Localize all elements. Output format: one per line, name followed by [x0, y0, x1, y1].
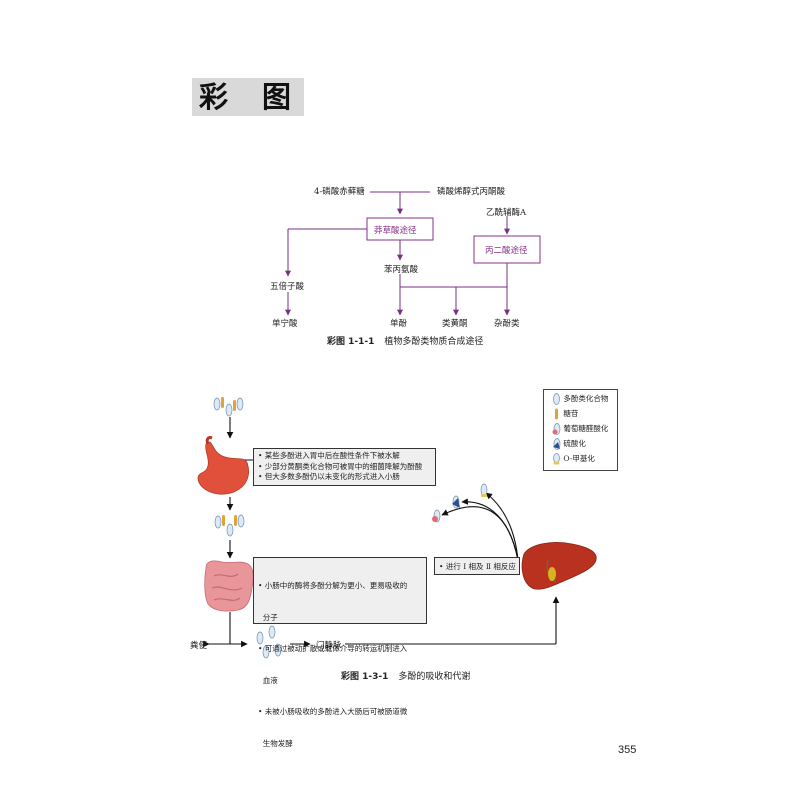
- legend-item-sugar: 糖苷: [552, 408, 578, 420]
- node-malonate: 丙二酸途径: [485, 246, 528, 256]
- intestine-note-1: • 小肠中的酶将多酚分解为更小、更易吸收的: [258, 581, 408, 590]
- figure1-caption-num: 彩图 1-1-1: [327, 337, 375, 347]
- figure1-caption-text: 植物多酚类物质合成途径: [384, 337, 484, 347]
- liver-note: • 进行 Ⅰ 相及 Ⅱ 相反应: [434, 557, 520, 575]
- node-e4p: 4-磷酸赤藓糖: [314, 187, 365, 197]
- polyphenol-cluster-absorbed-icon: [256, 625, 282, 659]
- legend-item-sulfate: 硫酸化: [552, 438, 586, 450]
- intestine-note-2b: 血液: [258, 675, 278, 685]
- intestine-note-3: • 未被小肠吸收的多酚进入大肠后可被肠道微: [258, 707, 408, 716]
- node-gallic-acid: 五倍子酸: [270, 282, 305, 292]
- legend-item-glucuronide: 葡萄糖醛酸化: [552, 423, 608, 435]
- node-acetylcoa: 乙酰辅酶A: [486, 208, 527, 218]
- stomach-note-1: • 某些多酚进入胃中后在酸性条件下被水解: [258, 451, 400, 460]
- stomach-note-2: • 少部分黄酮类化合物可被胃中的细菌降解为酚酸: [258, 461, 423, 471]
- glucuronide-icon: [552, 423, 561, 435]
- stomach-notes: • 某些多酚进入胃中后在酸性条件下被水解 • 少部分黄酮类化合物可被胃中的细菌降…: [253, 448, 436, 486]
- figure1-caption: 彩图 1-1-1 植物多酚类物质合成途径: [327, 334, 483, 347]
- curve-to-sulfate: [461, 498, 519, 561]
- polyphenol-cluster-mid-icon: [214, 514, 245, 537]
- portal-vein-label: 门静脉: [316, 641, 342, 651]
- malonate-box: [473, 235, 541, 264]
- figure2-caption-text: 多酚的吸收和代谢: [398, 672, 471, 682]
- intestine-notes: • 小肠中的酶将多酚分解为更小、更易吸收的 分子 • 可通过被动扩散或载体介导的…: [253, 557, 427, 748]
- curve-to-glucuronide: [441, 506, 519, 561]
- intestine-note-3b: 生物发酵: [258, 738, 293, 748]
- legend-box: 多酚类化合物 糖苷 葡萄糖醛酸化 硫酸化 O-甲基化: [543, 389, 618, 471]
- node-misc-phenols: 杂酚类: [494, 319, 520, 329]
- intestine-icon: [204, 560, 254, 612]
- node-flavonoid: 类黄酮: [442, 319, 468, 329]
- gallbladder-icon: [548, 567, 556, 581]
- page-title: 彩 图: [198, 80, 304, 114]
- glucuronide-metabolite-icon: [432, 509, 441, 523]
- figure2-caption: 彩图 1-3-1 多酚的吸收和代谢: [341, 669, 470, 682]
- node-pep: 磷酸烯醇式丙酮酸: [437, 187, 506, 197]
- page-number: 355: [618, 744, 637, 756]
- node-shikimate: 莽草酸途径: [374, 226, 417, 236]
- polyphenol-icon: [553, 393, 560, 405]
- methyl-icon: [553, 453, 560, 465]
- liver-icon: [521, 542, 597, 590]
- curve-to-methyl: [485, 492, 519, 561]
- header-band: [192, 78, 304, 116]
- node-tannic-acid: 单宁酸: [272, 319, 298, 329]
- feces-label: 粪便: [190, 641, 208, 651]
- intestine-note-2: • 可通过被动扩散或载体介导的转运机制进入: [258, 644, 408, 653]
- node-phenylalanine: 苯丙氨酸: [384, 265, 419, 275]
- stomach-note-3: • 但大多数多酚仍以未变化的形式进入小肠: [258, 472, 400, 481]
- methyl-metabolite-icon: [480, 483, 488, 497]
- legend-item-methyl: O-甲基化: [552, 453, 595, 465]
- intestine-note-1b: 分子: [258, 612, 278, 622]
- polyphenol-cluster-top-icon: [213, 397, 244, 417]
- legend-item-polyphenol: 多酚类化合物: [552, 393, 608, 405]
- shikimate-box: [366, 217, 434, 241]
- sugar-chain-icon: [555, 408, 558, 420]
- stomach-icon: [197, 436, 249, 495]
- sulfate-icon: [553, 438, 561, 450]
- figure2-caption-num: 彩图 1-3-1: [341, 672, 389, 682]
- node-monophenol: 单酚: [390, 319, 408, 329]
- sulfate-metabolite-icon: [452, 495, 460, 509]
